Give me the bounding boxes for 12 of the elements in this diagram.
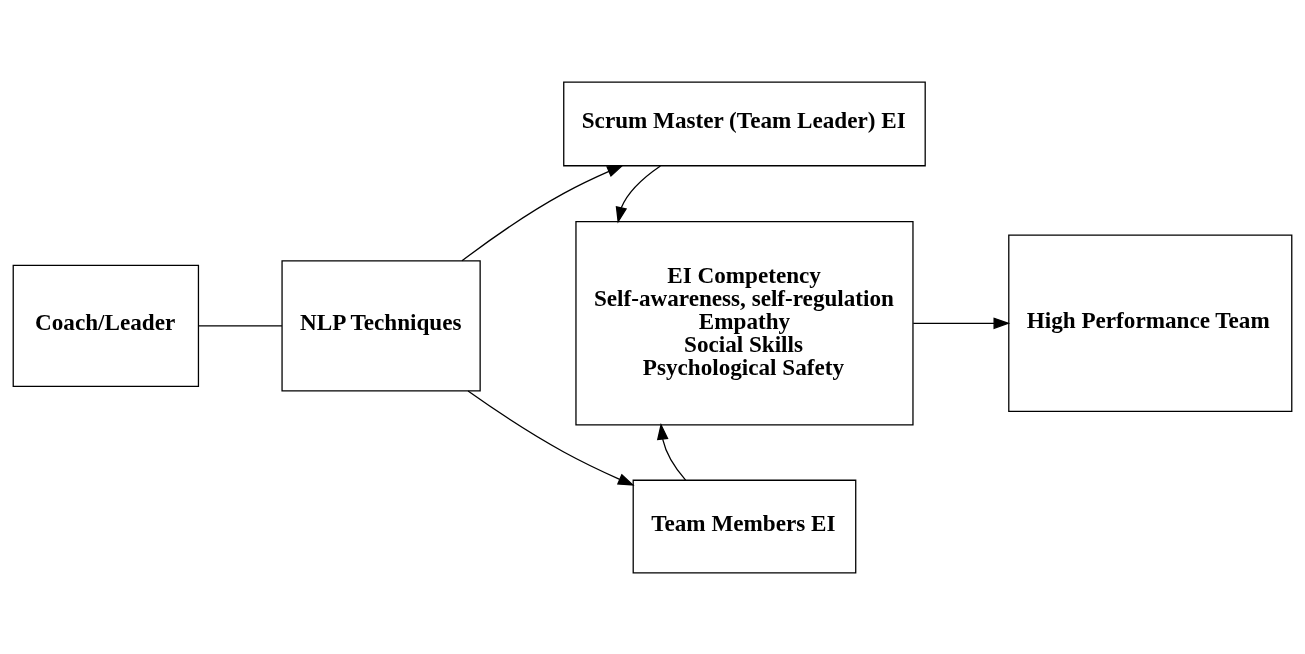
node-box: NLP Techniques (281, 259, 481, 391)
node-box: EI Competency Self-awareness, self-regulation Empathy Social Skills Psychological Safety (575, 220, 914, 426)
node-box: High Performance Team (1008, 234, 1293, 412)
arrow (467, 389, 635, 486)
node-box: Scrum Master (Team Leader) EI (563, 81, 926, 166)
connector (198, 324, 283, 327)
arrow (461, 164, 624, 261)
arrow (912, 316, 1011, 329)
node-box: Team Members EI (632, 479, 857, 573)
arrow (656, 422, 687, 481)
arrow (615, 164, 662, 224)
node-box: Coach/Leader (12, 264, 200, 387)
